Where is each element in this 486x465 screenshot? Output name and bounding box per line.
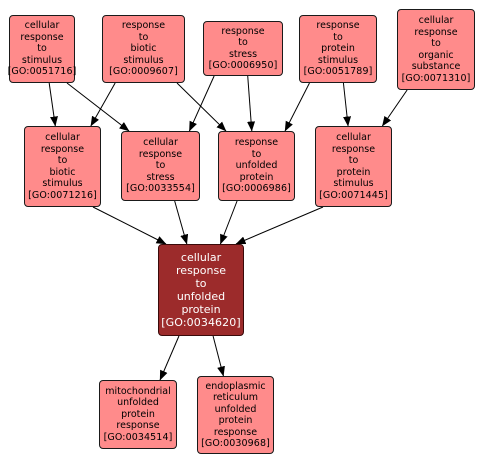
go-term-label-line: to [251,148,262,160]
go-term-label-line: to [138,31,149,43]
go-term-label-line: biotic [130,43,157,55]
go-term-label-line: stimulus [123,54,164,66]
edge-0051716-to-0033554 [66,82,130,132]
go-term-label-line: unfolded [214,403,257,415]
go-term-label-line: cellular [418,15,454,26]
go-term-id: [GO:0034514] [103,431,173,443]
edge-0051789-to-0006986 [284,82,310,132]
go-term-label-line: cellular [45,132,80,143]
go-term-label-line: protein [218,415,253,426]
edge-0006986-to-0034620 [219,200,238,245]
go-term-label-line: stress [228,48,258,60]
go-term-label-line: stimulus [21,54,63,66]
go-term-id: [GO:0051789] [303,66,373,78]
edge-0006950-to-0006986 [247,75,256,132]
go-term-label-line: stimulus [333,178,374,189]
go-term-label-line: response [20,31,64,43]
go-term-label-line: to [195,277,207,290]
go-term-label-line: protein [321,43,355,55]
go-term-label-line: endoplasmic [205,380,266,392]
go-term-label-line: cellular [24,20,60,32]
go-term-label-line: response [116,420,160,432]
edge-0009607-to-0071216 [90,82,116,127]
edge-0006950-to-0033554 [188,75,215,132]
go-term-label-line: to [37,43,47,55]
go-term-label-line: unfolded [117,397,159,409]
go-term-id: [GO:0071310] [401,72,471,84]
go-term-label-line: to [238,37,248,48]
go-term-label-line: protein [336,166,371,178]
go-term-id: [GO:0009607] [109,66,178,78]
go-term-label-line: to [155,160,166,172]
edge-0071310-to-0071445 [381,89,408,127]
go-term-label-line: response [234,137,279,149]
edge-0034620-to-0034514 [159,335,180,381]
edge-0051789-to-0071445 [342,82,352,127]
go-term-label-line: unfolded [176,290,226,303]
go-term-label-line: cellular [336,132,371,143]
go-term-label-line: stimulus [42,178,83,189]
go-term-label-line: reticulum [212,392,259,403]
go-term-label-line: response [316,20,360,32]
go-term-label-line: to [333,31,343,43]
go-term-label-line: response [213,426,258,438]
go-term-label-line: response [121,20,166,32]
edge-0009607-to-0006986 [176,82,227,132]
go-term-label-line: unfolded [235,160,278,172]
go-term-id: [GO:0034620] [161,316,241,329]
go-term-id: [GO:0071445] [319,189,388,201]
go-term-label-line: response [331,143,376,155]
go-term-label-line: substance [411,61,461,72]
go-term-label-line: stimulus [317,54,359,66]
go-term-label-line: response [414,26,458,38]
edge-0071445-to-0034620 [235,206,324,245]
go-term-label-line: response [221,25,265,37]
edge-0033554-to-0034620 [174,200,189,245]
go-term-label-line: protein [181,303,221,316]
edge-0034620-to-0030968 [212,335,225,377]
go-term-label-line: to [57,155,68,166]
go-term-label-line: response [138,148,183,160]
edge-0071216-to-0034620 [92,206,167,245]
go-term-label-line: protein [121,408,155,420]
edge-0051716-to-0071216 [48,82,58,127]
go-term-label-line: organic [418,49,454,61]
go-term-label-line: stress [146,171,175,183]
go-term-id: [GO:0006986] [222,183,291,195]
go-term-label-line: response [40,143,85,155]
go-term-id: [GO:0006950] [208,60,278,71]
go-term-label-line: response [176,264,226,277]
go-term-label-line: biotic [49,166,76,178]
go-term-label-line: to [431,38,441,49]
go-term-id: [GO:0030968] [201,438,270,449]
go-term-id: [GO:0051716] [7,66,77,78]
go-term-id: [GO:0033554] [126,183,195,195]
go-term-label-line: mitochondrial [105,385,171,397]
go-term-label-line: cellular [180,251,222,264]
go-term-label-line: protein [239,171,274,183]
go-term-id: [GO:0071216] [28,189,97,201]
go-term-label-line: cellular [143,137,178,149]
go-term-label-line: to [348,155,359,166]
